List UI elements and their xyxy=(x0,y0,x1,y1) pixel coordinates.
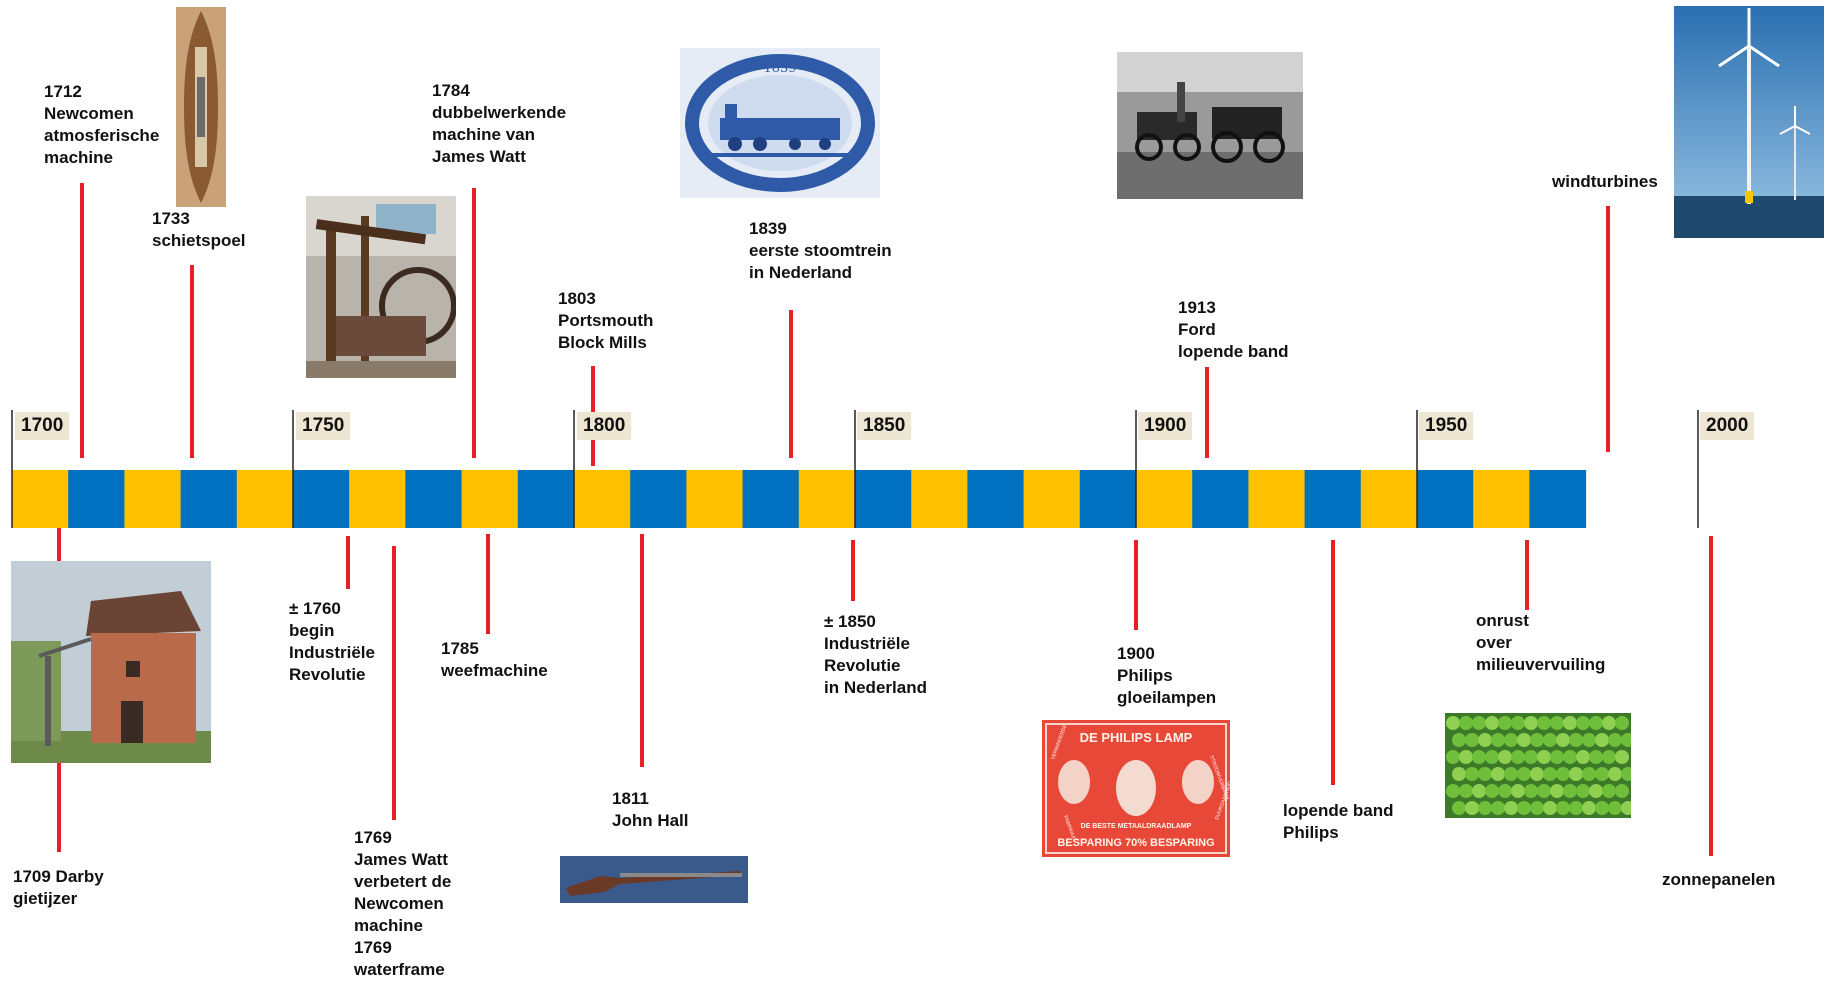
timeline-segment xyxy=(1304,470,1362,528)
timeline-segment xyxy=(1192,470,1249,528)
century-ticks xyxy=(11,410,1699,528)
year-label-1950: 1950 xyxy=(1419,412,1474,440)
steam-engine-photo xyxy=(306,196,456,378)
polluted-water-photo xyxy=(1445,713,1631,818)
timeline-segment xyxy=(1360,470,1418,528)
event-label-windturbines: windturbines xyxy=(1552,172,1658,191)
svg-text:1839: 1839 xyxy=(763,61,796,76)
timeline-segment xyxy=(855,470,912,528)
timeline-segment xyxy=(1417,470,1474,528)
year-label-1850: 1850 xyxy=(857,412,912,440)
timeline-segment xyxy=(686,470,744,528)
timeline-segment xyxy=(1529,470,1587,528)
timeline-segment xyxy=(12,470,69,528)
darby-furnace-photo xyxy=(11,561,211,763)
svg-text:BESPARING 70% BESPARING: BESPARING 70% BESPARING xyxy=(1057,837,1214,849)
event-label-zonnepanelen: zonnepanelen xyxy=(1662,870,1776,889)
timeline-segment xyxy=(630,470,687,528)
timeline-segment xyxy=(461,470,519,528)
ford-assembly-line-photo xyxy=(1117,52,1303,199)
year-label-1800: 1800 xyxy=(577,412,632,440)
timeline-segment xyxy=(911,470,968,528)
timeline-segment xyxy=(293,470,350,528)
timeline-segment xyxy=(1079,470,1137,528)
newcomen-shuttle-photo xyxy=(176,7,226,207)
timeline-segment xyxy=(349,470,406,528)
timeline-segment xyxy=(68,470,125,528)
timeline-segment xyxy=(236,470,294,528)
timeline-segment xyxy=(1473,470,1530,528)
delft-tile-train-photo: 1839 xyxy=(680,48,880,198)
timeline-segment xyxy=(1023,470,1081,528)
timeline-segment xyxy=(180,470,238,528)
timeline-band xyxy=(12,470,1587,528)
year-label-1750: 1750 xyxy=(296,412,351,440)
timeline-segment xyxy=(742,470,800,528)
timeline-segment xyxy=(1248,470,1306,528)
timeline-segment xyxy=(124,470,182,528)
timeline-segment xyxy=(405,470,463,528)
svg-text:DE PHILIPS LAMP: DE PHILIPS LAMP xyxy=(1080,730,1193,745)
timeline-segment xyxy=(798,470,856,528)
wind-turbines-photo xyxy=(1674,6,1824,238)
timeline-segment xyxy=(967,470,1025,528)
event-markers xyxy=(57,183,1713,856)
year-label-2000: 2000 xyxy=(1700,412,1755,440)
philips-lamp-poster: DE PHILIPS LAMP VERMINDERDE FABRIKAAT ST… xyxy=(1042,720,1230,857)
timeline-segment xyxy=(574,470,631,528)
year-label-1700: 1700 xyxy=(15,412,70,440)
timeline-segment xyxy=(1136,470,1193,528)
year-label-1900: 1900 xyxy=(1138,412,1193,440)
timeline-segment xyxy=(517,470,575,528)
rifle-photo xyxy=(560,856,748,903)
svg-text:DE BESTE METAALDRAADLAMP: DE BESTE METAALDRAADLAMP xyxy=(1081,823,1192,830)
